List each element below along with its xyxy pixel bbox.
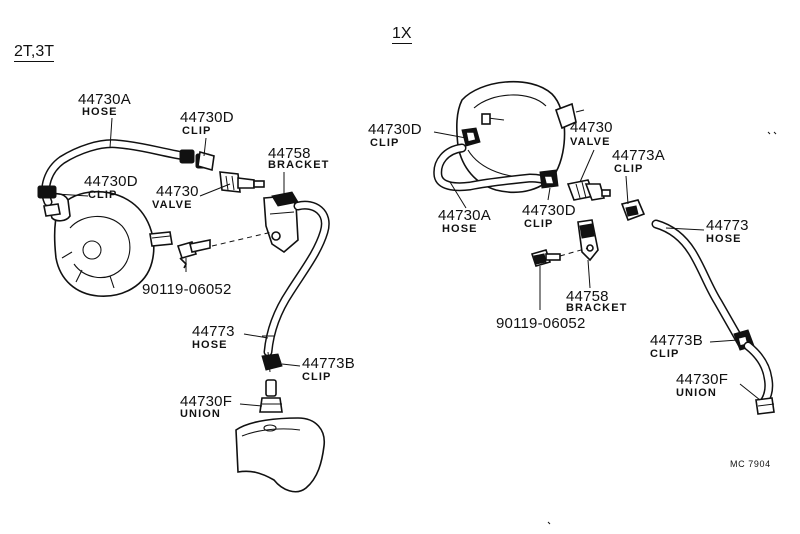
left-valve-44730-number: 44730 [156,183,199,200]
right-clip-44730d-lower [539,169,559,189]
right-bracket-44758 [577,219,599,262]
left-bolt-90119-06052 [176,239,211,269]
left-clip-44773b-name: CLIP [302,371,332,383]
left-clip-44730d-upper-name: CLIP [182,125,212,137]
left-hose-44730a [41,139,195,207]
left-hose-44773 [262,200,330,357]
left-union-44730f-name: UNION [180,408,221,420]
right-clip-44773b-number: 44773B [650,332,703,349]
right-clip-44773b-name: CLIP [650,348,680,360]
right-clip-44730d-upper [461,127,481,147]
right-bracket-44758-name: BRACKET [566,302,628,314]
right-hose-44730a-number: 44730A [438,207,491,224]
right-bolt-90119-06052 [530,249,561,267]
left-clip-44730d-lower-number: 44730D [84,173,138,190]
right-clip-44730d-lower-number: 44730D [522,202,576,219]
left-hose-44773-name: HOSE [192,339,228,351]
left-intake-manifold [235,417,325,493]
right-hose-44773-number: 44773 [706,217,749,234]
left-bracket-44758-name: BRACKET [268,159,330,171]
right-hose-44773 [651,219,747,349]
left-valve-44730-name: VALVE [152,199,193,211]
right-clip-44730d-lower-name: CLIP [524,218,554,230]
right-valve-44730 [566,179,611,201]
left-valve-44730 [219,171,265,193]
left-union-44730f [259,379,283,413]
right-clip-44773a [620,199,646,222]
drawing-code: MC 7904 [730,459,771,469]
left-hose-44730a-number: 44730A [78,91,131,108]
left-clip-44773b [261,351,283,373]
right-bolt-number: 90119-06052 [496,315,586,332]
left-clip-44730d-lower-name: CLIP [88,189,118,201]
left-alignment-line [211,231,273,247]
right-alignment-line [559,247,589,257]
left-union-44730f-number: 44730F [180,393,233,410]
right-valve-44730-number: 44730 [570,119,613,136]
right-bracket-44758-number: 44758 [566,288,609,305]
left-bracket-44758 [263,191,299,254]
left-bolt-number: 90119-06052 [142,281,232,298]
left-bracket-44758-number: 44758 [268,145,311,162]
right-clip-44773a-name: CLIP [614,163,644,175]
left-hose-44773-number: 44773 [192,323,235,340]
section-label-2t-3t: 2T,3T [14,43,55,62]
left-clip-44730d-upper-number: 44730D [180,109,234,126]
right-hose-44773-name: HOSE [706,233,742,245]
right-clip-44730d-upper-number: 44730D [368,121,422,138]
right-hose-44730a-name: HOSE [442,223,478,235]
right-clip-44730d-upper-name: CLIP [370,137,400,149]
left-clip-44730d-upper [195,150,215,172]
right-assembly [433,80,777,525]
right-union-44730f [743,341,775,415]
left-assembly [37,117,330,493]
left-hose-44730a-name: HOSE [82,106,118,118]
left-clip-44773b-number: 44773B [302,355,355,372]
right-hose-44730a [433,143,555,192]
left-clip-44730d-lower [37,185,61,217]
section-label-1x: 1X [392,25,412,44]
right-valve-44730-name: VALVE [570,136,611,148]
right-union-44730f-number: 44730F [676,371,729,388]
right-clip-44773a-number: 44773A [612,147,665,164]
right-union-44730f-name: UNION [676,387,717,399]
